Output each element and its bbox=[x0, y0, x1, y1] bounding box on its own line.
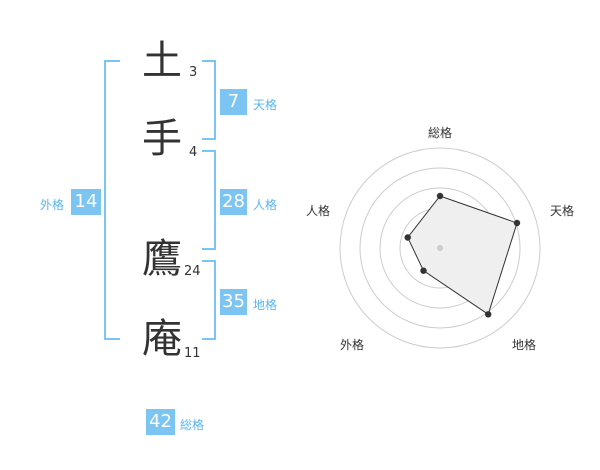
stroke-count-4: 11 bbox=[184, 346, 201, 361]
radar-ring bbox=[359, 167, 521, 329]
radar-points bbox=[404, 192, 521, 318]
tenkaku-bracket bbox=[202, 60, 216, 140]
name-char-1: 土 bbox=[142, 38, 182, 84]
stroke-count-2: 4 bbox=[189, 145, 198, 160]
stroke-count-3: 24 bbox=[184, 264, 201, 279]
radar-point-1 bbox=[513, 219, 521, 227]
radar-axis-label-gaikaku: 外格 bbox=[340, 338, 365, 352]
chikaku-value-badge: 35 bbox=[220, 289, 247, 315]
name-char-3: 鷹 bbox=[142, 236, 182, 282]
tenkaku-value-badge: 7 bbox=[220, 89, 247, 115]
name-char-2: 手 bbox=[142, 116, 182, 162]
gaikaku-value-badge: 14 bbox=[71, 189, 101, 215]
radar-center-dot bbox=[437, 245, 443, 251]
stroke-count-1: 3 bbox=[189, 65, 198, 80]
radar-point-4 bbox=[404, 234, 411, 241]
jinkaku-label: 人格 bbox=[253, 198, 278, 212]
radar-axis-label-tenkaku: 天格 bbox=[550, 204, 575, 218]
chikaku-label: 地格 bbox=[253, 298, 278, 312]
radar-point-0 bbox=[436, 192, 444, 200]
gaikaku-bracket bbox=[104, 60, 120, 340]
radar-point-2 bbox=[485, 311, 492, 318]
jinkaku-bracket bbox=[202, 150, 216, 250]
soukaku-value-badge: 42 bbox=[146, 409, 175, 435]
jinkaku-value-badge: 28 bbox=[220, 189, 247, 215]
radar-axis-label-jinkaku: 人格 bbox=[306, 204, 331, 218]
radar-area bbox=[407, 195, 518, 316]
chikaku-bracket bbox=[202, 260, 216, 340]
radar-axis-label-soukaku: 総格 bbox=[428, 126, 453, 140]
tenkaku-label: 天格 bbox=[253, 98, 278, 112]
name-char-4: 庵 bbox=[142, 316, 182, 362]
radar-ring bbox=[339, 147, 541, 349]
radar-point-3 bbox=[420, 267, 427, 274]
radar-axis-label-chikaku: 地格 bbox=[512, 338, 537, 352]
soukaku-label: 総格 bbox=[180, 418, 205, 432]
gaikaku-label: 外格 bbox=[40, 198, 65, 212]
